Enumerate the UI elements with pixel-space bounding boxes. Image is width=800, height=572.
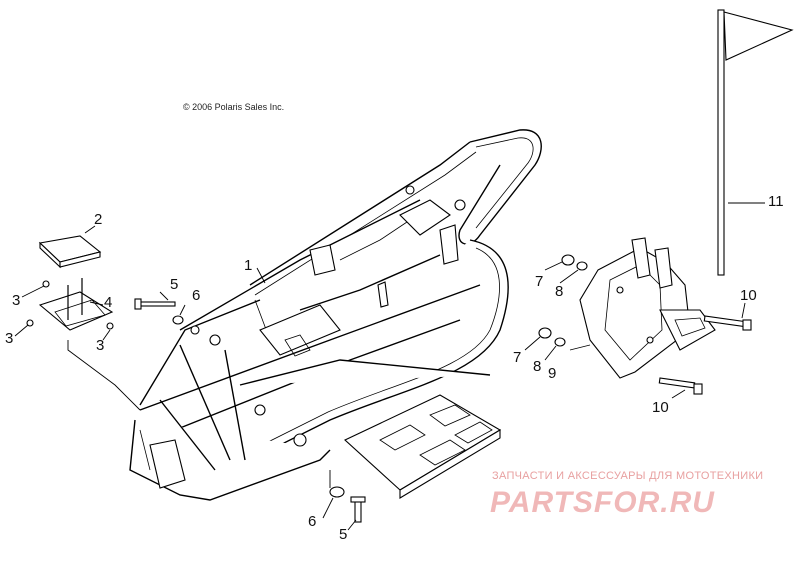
callout-5-bottom: 5: [339, 526, 348, 543]
main-frame: [129, 129, 542, 501]
callout-10-bottom: 10: [652, 399, 669, 416]
callout-8-top: 8: [555, 283, 564, 300]
hitch-bracket: [569, 237, 716, 379]
callout-7-top: 7: [535, 273, 544, 290]
hitch-fasteners: [524, 254, 588, 361]
copyright-text: © 2006 Polaris Sales Inc.: [183, 102, 285, 112]
hitch-bolts: [658, 302, 752, 399]
callout-10-top: 10: [740, 287, 757, 304]
callout-3-right: 3: [96, 337, 105, 354]
callout-6-bottom: 6: [308, 513, 317, 530]
callout-4: 4: [104, 294, 113, 311]
footrest-plate: [344, 394, 502, 499]
watermark-tagline: ЗАПЧАСТИ И АКСЕССУАРЫ ДЛЯ МОТОТЕХНИКИ: [492, 470, 764, 482]
callout-6-top: 6: [192, 287, 201, 304]
left-bracket: [14, 278, 141, 411]
whip-flag: [717, 9, 794, 276]
watermark-logo: PARTSFOR.RU: [490, 486, 715, 519]
callout-11: 11: [768, 193, 784, 210]
callout-3-top: 3: [12, 292, 21, 309]
callout-7-bottom: 7: [513, 349, 522, 366]
front-fasteners: [134, 291, 366, 531]
callout-5-top: 5: [170, 276, 179, 293]
callout-2: 2: [94, 211, 103, 228]
callout-9: 9: [548, 365, 557, 382]
callout-3-left: 3: [5, 330, 14, 347]
seat-pad: [38, 225, 102, 269]
leader-part-1: [256, 267, 266, 284]
callout-8-bottom: 8: [533, 358, 542, 375]
callout-1: 1: [244, 257, 253, 274]
